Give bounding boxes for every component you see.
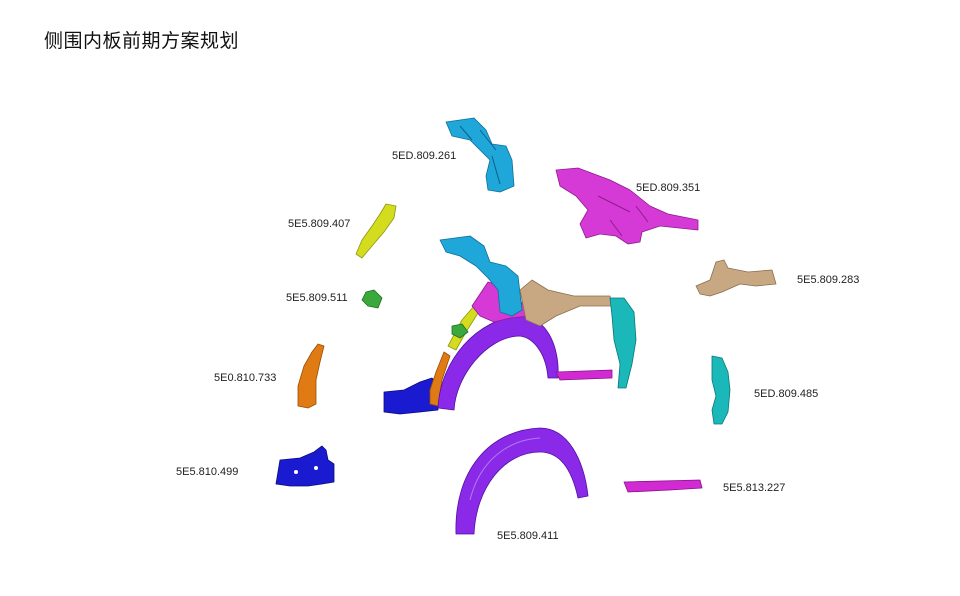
part-5e5-813-227 [623, 479, 703, 493]
label-5e5-810-499: 5E5.810.499 [176, 466, 239, 478]
part-5e5-809-283 [695, 259, 777, 297]
label-5ed-809-485: 5ED.809.485 [754, 388, 819, 400]
label-5e0-810-733: 5E0.810.733 [214, 372, 277, 384]
part-5ed-809-351 [555, 167, 699, 245]
part-5e5-809-511 [361, 289, 383, 309]
part-5e5-809-411 [455, 427, 589, 535]
label-5e5-813-227: 5E5.813.227 [723, 482, 786, 494]
part-5e0-810-733 [297, 343, 325, 409]
part-5e5-810-499 [275, 445, 335, 487]
part-5ed-809-485 [711, 355, 731, 425]
label-5e5-809-283: 5E5.809.283 [797, 274, 860, 286]
label-5e5-809-407: 5E5.809.407 [288, 218, 351, 230]
label-5e5-809-411: 5E5.809.411 [497, 530, 559, 542]
label-5e5-809-511: 5E5.809.511 [286, 292, 348, 304]
assembly [383, 235, 637, 415]
label-5ed-809-351: 5ED.809.351 [636, 182, 701, 194]
page-title: 侧围内板前期方案规划 [44, 30, 240, 52]
part-5ed-809-261 [445, 117, 515, 193]
part-5e5-809-407 [355, 203, 397, 259]
label-5ed-809-261: 5ED.809.261 [392, 150, 457, 162]
